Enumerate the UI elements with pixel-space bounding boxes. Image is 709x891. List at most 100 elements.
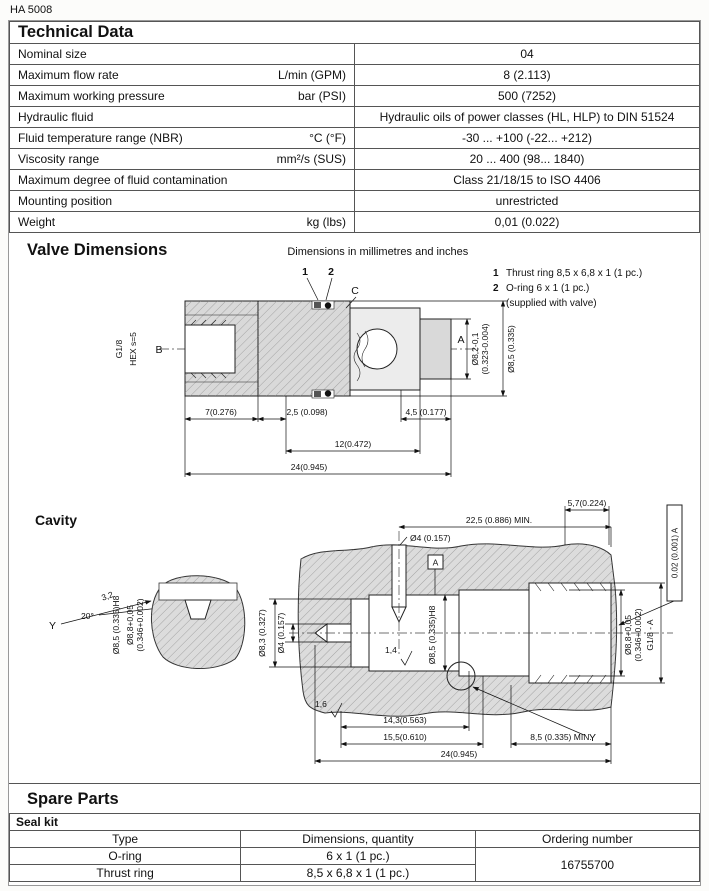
valve-notes: 1 Thrust ring 8,5 x 6,8 x 1 (1 pc.) 2 O-…	[493, 268, 642, 309]
row-value: unrestricted	[354, 190, 700, 212]
row-value: 500 (7252)	[354, 85, 700, 107]
valve-dimensions-subtitle: Dimensions in millimetres and inches	[287, 246, 469, 258]
note-3-text: (supplied with valve)	[506, 298, 597, 309]
detail-dia-8-8: Ø8,8+0,05	[125, 605, 135, 645]
seal-kit-label: Seal kit	[9, 813, 700, 831]
row-label: Weight	[18, 215, 56, 229]
valve-drawing: 1 2 C B A G1/8 HEX s=5 Ø8,2-0,1 (0.323-0…	[114, 266, 642, 477]
part-type: Thrust ring	[8, 864, 242, 882]
spare-parts-title: Spare Parts	[27, 790, 119, 808]
dia-body-label: Ø8,5 (0.335)	[506, 325, 516, 373]
row-value: Hydraulic oils of power classes (HL, HLP…	[354, 106, 700, 128]
roughness-3-2: 3,2	[100, 589, 115, 603]
dim-2-5: 2,5 (0.098)	[286, 407, 327, 417]
doc-number: HA 5008	[10, 4, 53, 16]
note-1-text: Thrust ring 8,5 x 6,8 x 1 (1 pc.)	[506, 268, 642, 279]
dim-24: 24(0.945)	[291, 462, 328, 472]
row-value: -30 ... +100 (-22... +212)	[354, 127, 700, 149]
row-value: 0,01 (0.022)	[354, 211, 700, 233]
cavity-drawing: Cavity	[35, 498, 683, 764]
thread-g18-label: G1/8	[114, 340, 124, 359]
row-unit: bar (PSI)	[297, 89, 346, 103]
note-1-num: 1	[493, 268, 499, 279]
dia-8-8-2: (0.346+0.002)	[633, 608, 643, 661]
note-2-text: O-ring 6 x 1 (1 pc.)	[506, 283, 589, 294]
tolerance-frame-label: 0.02 (0.001) A	[671, 527, 680, 578]
table-row: Maximum flow rate L/min (GPM) 8 (2.113)	[9, 64, 700, 86]
port-b-label: B	[155, 344, 162, 356]
part-dimensions: 8,5 x 6,8 x 1 (1 pc.)	[240, 864, 476, 882]
table-row: Weight kg (lbs) 0,01 (0.022)	[9, 211, 700, 233]
detail-dia-8-5: Ø8,5 (0.335)H8	[111, 595, 121, 654]
table-row: Fluid temperature range (NBR)°C (°F) -30…	[9, 127, 700, 149]
dia-nose-label-2: (0.323-0.004)	[480, 323, 490, 374]
col-header-dimensions: Dimensions, quantity	[240, 830, 476, 848]
dim-5-7: 5,7(0.224)	[568, 498, 607, 508]
thread-g18-a: G1/8 - A	[645, 619, 655, 651]
valve-dimensions-title: Valve Dimensions	[27, 241, 168, 259]
roughness-1-6: 1,6	[315, 699, 327, 709]
callout-2: 2	[328, 266, 334, 278]
technical-data-title: Technical Data	[9, 21, 700, 44]
valve-dimension-labels: Ø8,2-0,1 (0.323-0.004) Ø8,5 (0.335) 7(0.…	[205, 323, 516, 472]
cavity-labels: 5,7(0.224) 22,5 (0.886) MIN. Ø4 (0.157) …	[257, 498, 655, 759]
roughness-1-4: 1,4	[385, 645, 397, 655]
row-value: Class 21/18/15 to ISO 4406	[354, 169, 700, 191]
port-a-label: A	[457, 334, 464, 346]
row-label: Viscosity range	[18, 152, 100, 166]
dia-4: Ø4 (0.157)	[276, 613, 286, 654]
row-label: Maximum flow rate	[18, 68, 119, 82]
section-y-label: Y	[589, 732, 596, 744]
col-header-ordering: Ordering number	[474, 830, 701, 848]
table-row: Thrust ring 8,5 x 6,8 x 1 (1 pc.)	[8, 864, 700, 882]
valve-callouts: 1 2 C B A G1/8 HEX s=5	[114, 266, 465, 366]
table-row: Mounting position unrestricted	[9, 190, 700, 212]
hex-label: HEX s=5	[128, 332, 138, 366]
dim-7: 7(0.276)	[205, 407, 237, 417]
dia-8-3: Ø8,3 (0.327)	[257, 609, 267, 657]
table-row: Hydraulic fluid Hydraulic oils of power …	[9, 106, 700, 128]
row-label: Mounting position	[18, 194, 113, 208]
dia-4-top: Ø4 (0.157)	[410, 533, 451, 543]
dia-nose-label: Ø8,2-0,1	[470, 332, 480, 365]
detail-y-circle	[446, 661, 476, 691]
row-label: Hydraulic fluid	[18, 110, 94, 124]
dim-22-5: 22,5 (0.886) MIN.	[466, 515, 532, 525]
part-type: O-ring	[8, 847, 242, 865]
callout-1: 1	[302, 266, 308, 278]
technical-data-table: Technical Data Nominal size 04 Maximum f…	[9, 21, 700, 233]
table-row: O-ring 6 x 1 (1 pc.) 16755700	[8, 847, 701, 882]
row-value: 8 (2.113)	[354, 64, 700, 86]
cavity-datum: A 0.02 (0.001) A	[427, 504, 683, 602]
row-unit: kg (lbs)	[306, 215, 346, 229]
valve-dimension-lines	[184, 300, 507, 477]
dim-4-5: 4,5 (0.177)	[405, 407, 446, 417]
cavity-block	[297, 543, 618, 717]
note-2-num: 2	[493, 283, 499, 294]
detail-y-label: Y	[49, 620, 56, 632]
dim-12: 12(0.472)	[335, 439, 372, 449]
valve-body	[184, 300, 452, 399]
row-label: Maximum degree of fluid contamination	[18, 173, 228, 187]
cavity-detail-y: Y 20° 3,2 Ø8,5 (0.335)H8 Ø8,8+0,05 (0.34…	[49, 575, 246, 669]
spare-parts-table: Seal kit Type Dimensions, quantity Order…	[8, 813, 701, 882]
ordering-number: 16755700	[474, 847, 701, 882]
row-value: 04	[354, 43, 700, 65]
row-value: 20 ... 400 (98... 1840)	[354, 148, 700, 170]
port-c-label: C	[351, 285, 359, 297]
dim-15-5: 15,5(0.610)	[383, 732, 427, 742]
datum-a-label: A	[433, 558, 439, 568]
spare-parts-section: Spare Parts Seal kit Type Dimensions, qu…	[8, 783, 701, 882]
dim-14-3: 14,3(0.563)	[383, 715, 427, 725]
part-dimensions: 6 x 1 (1 pc.)	[240, 847, 476, 865]
dim-24-cavity: 24(0.945)	[441, 749, 478, 759]
detail-dia-8-8-2: (0.346+0.002)	[135, 598, 145, 651]
page-frame: Technical Data Nominal size 04 Maximum f…	[8, 20, 701, 886]
dia-8-8: Ø8,8+0,05	[623, 615, 633, 655]
dim-8-5-min: 8,5 (0.335) MIN.	[530, 732, 591, 742]
row-label: Fluid temperature range (NBR)	[18, 131, 183, 145]
table-header-row: Type Dimensions, quantity Ordering numbe…	[8, 830, 701, 848]
row-unit: L/min (GPM)	[277, 68, 346, 82]
table-row: Maximum degree of fluid contamination Cl…	[9, 169, 700, 191]
